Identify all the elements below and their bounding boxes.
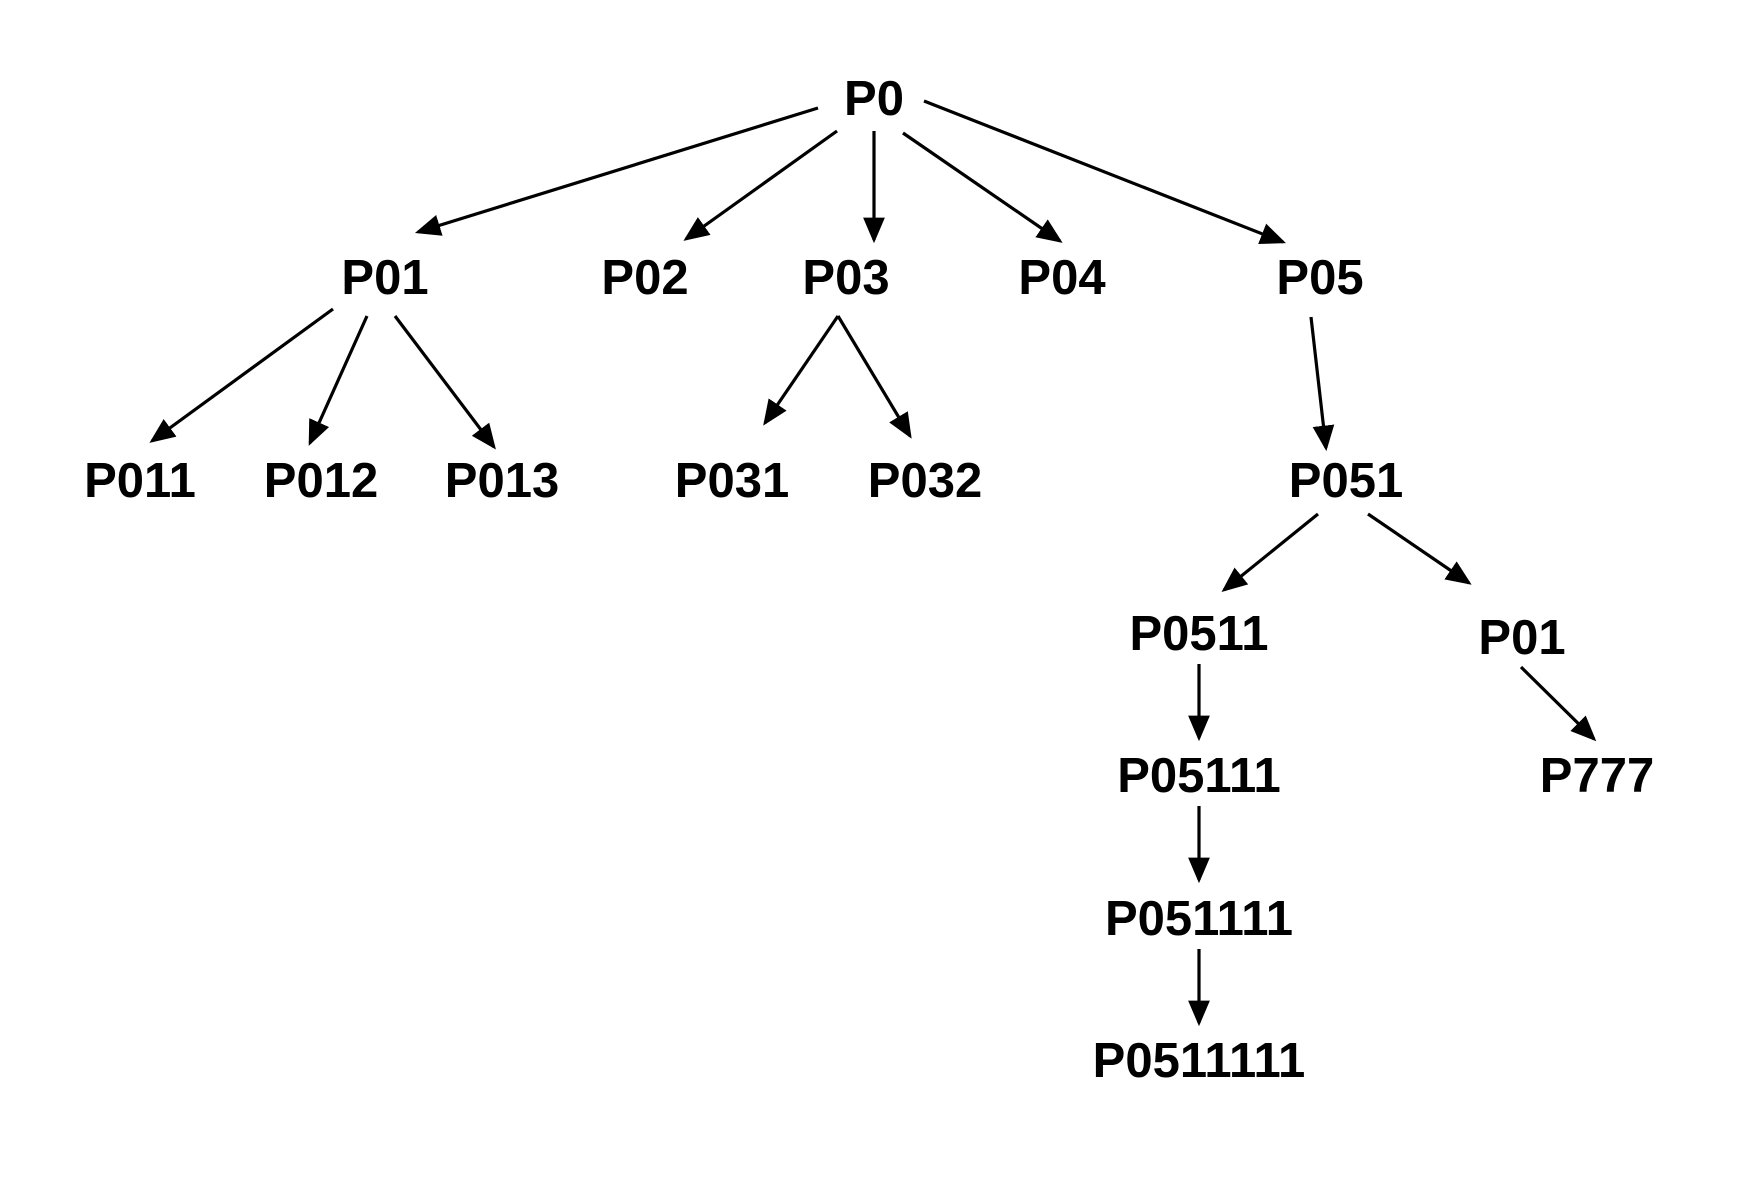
node-p0: P0 [844, 72, 904, 126]
edges-layer [149, 99, 1597, 1027]
edge-p051-p0511 [1221, 512, 1320, 593]
edge-p0-p04 [902, 131, 1063, 243]
node-p051111: P051111 [1105, 892, 1293, 946]
edge-p01-p012 [308, 315, 369, 446]
node-p05: P05 [1276, 251, 1363, 305]
node-p777: P777 [1540, 749, 1654, 803]
edge-p051-p01b [1367, 512, 1472, 585]
node-p013: P013 [445, 454, 559, 508]
edge-p01-p011 [149, 307, 334, 443]
node-p012: P012 [264, 454, 378, 508]
nodes-layer: P0 P01 P02 P03 P04 P05 P011 P012 P013 P0… [84, 72, 1654, 1088]
node-p031: P031 [675, 454, 789, 508]
node-p032: P032 [868, 454, 982, 508]
edge-p03-p031 [763, 315, 840, 426]
edge-p05-p051 [1309, 316, 1335, 452]
node-p02: P02 [601, 251, 688, 305]
edge-p0-p05 [923, 99, 1286, 244]
node-p01: P01 [341, 251, 428, 305]
edge-p03-p032 [836, 315, 912, 439]
edge-p0-p01 [414, 106, 819, 236]
edge-p01-p013 [393, 315, 496, 450]
node-p011: P011 [84, 454, 196, 508]
node-p05111: P05111 [1117, 749, 1281, 803]
node-p04: P04 [1018, 251, 1105, 305]
edge-p0-p02 [683, 129, 838, 241]
node-p0511111: P0511111 [1093, 1034, 1306, 1088]
edge-p01b-p777 [1519, 665, 1597, 742]
node-p051: P051 [1289, 454, 1403, 508]
node-p0511: P0511 [1130, 607, 1269, 661]
node-p03: P03 [802, 251, 889, 305]
node-p01-second: P01 [1478, 611, 1565, 665]
